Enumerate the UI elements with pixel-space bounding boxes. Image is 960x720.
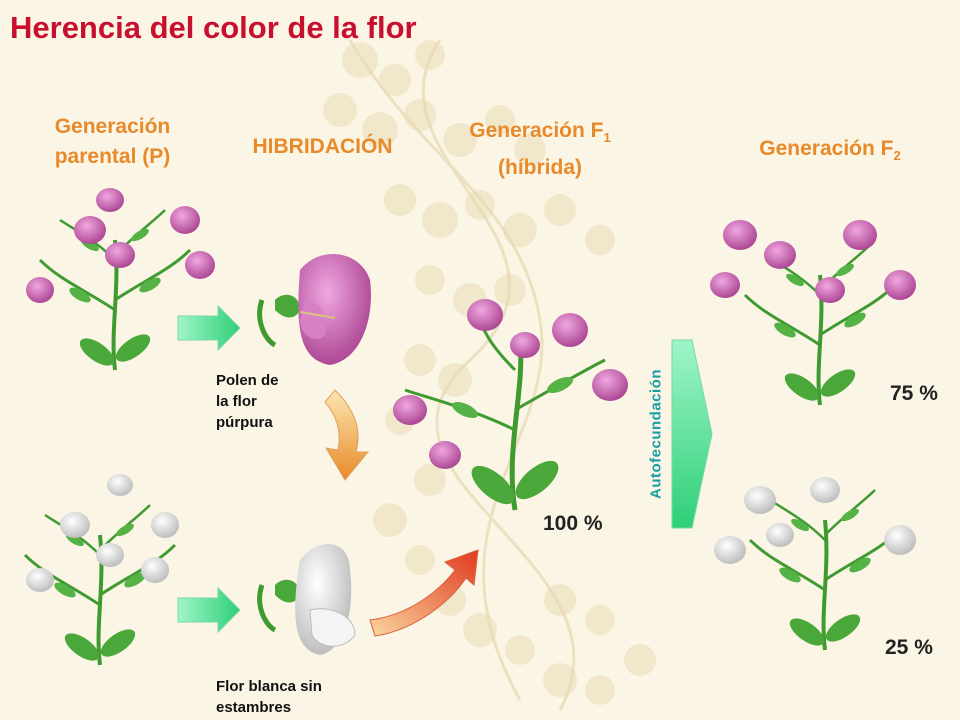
f2-white-plant [714, 477, 916, 653]
f2-purple-percentage: 75 % [890, 382, 938, 405]
arrow-right-icon [177, 304, 241, 352]
white-flower-label: Flor blanca sin estambres [216, 678, 322, 716]
purple-flower-closeup [257, 253, 371, 365]
parental-white-plant [23, 474, 179, 668]
red-curved-arrow-icon [369, 549, 479, 637]
hibridacion-heading: HIBRIDACIÓN [252, 135, 393, 158]
parental-purple-plant [26, 188, 215, 373]
f2-purple-plant [710, 220, 916, 408]
page-title: Herencia del color de la flor [10, 10, 417, 45]
f1-purple-plant [393, 299, 628, 511]
arrow-right-icon [177, 586, 241, 634]
f1-generation-heading: Generación F1 (híbrida) [469, 119, 611, 180]
parental-generation-heading: Generación parental (P) [54, 115, 171, 168]
f1-percentage: 100 % [543, 512, 603, 535]
f2-generation-heading: Generación F2 [759, 137, 901, 164]
white-flower-closeup [257, 543, 356, 655]
orange-curved-arrow-icon [324, 389, 370, 481]
pollen-label: Polen de la flor púrpura [216, 372, 279, 431]
f2-white-percentage: 25 % [885, 636, 933, 659]
vertical-arrow-icon [671, 339, 713, 529]
